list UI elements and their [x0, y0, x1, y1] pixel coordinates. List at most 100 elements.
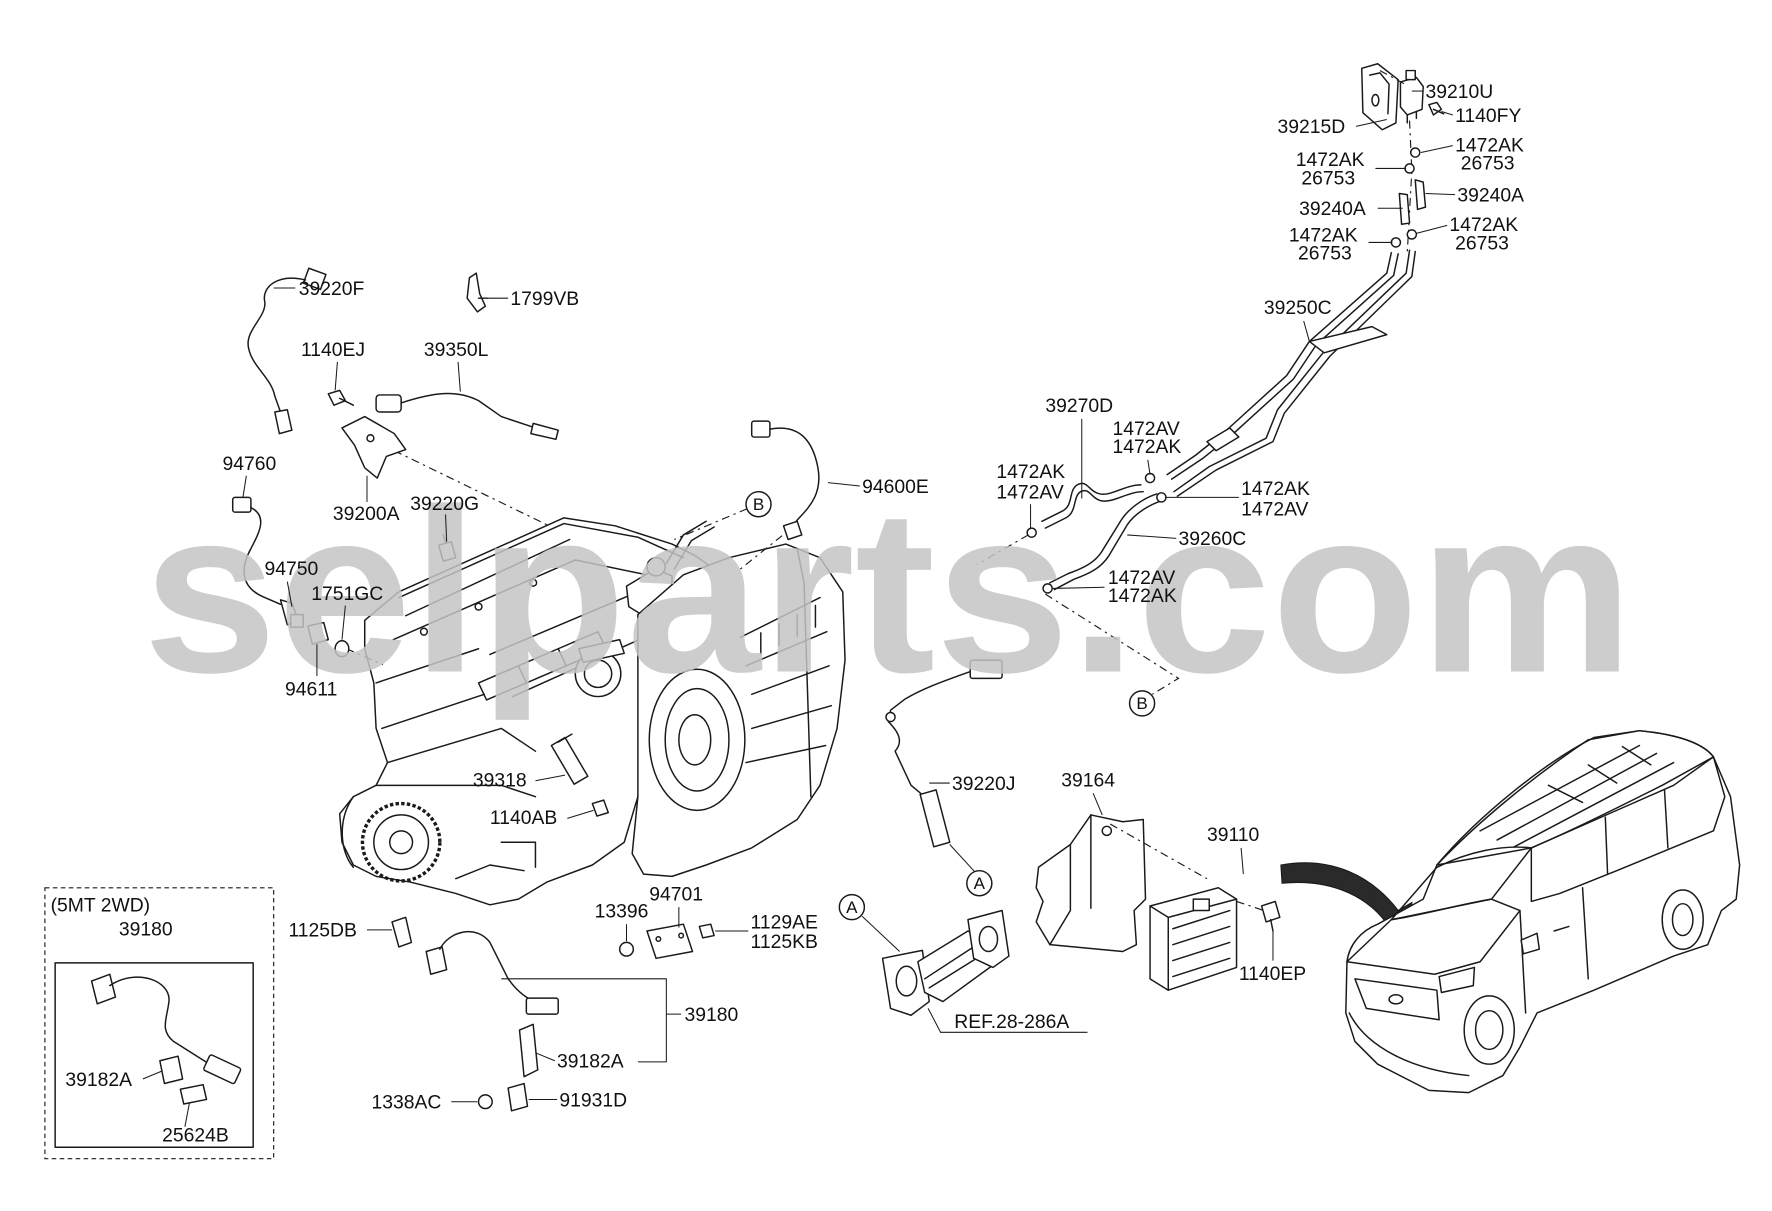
assembly-line — [1236, 900, 1265, 912]
callout-26753: 26753 — [1298, 243, 1352, 265]
rubber-hose-lower — [1049, 493, 1163, 591]
bracket-bolt — [327, 389, 355, 406]
oxygen-sensor-front — [247, 267, 327, 435]
hose-clamps-lower — [1026, 472, 1167, 594]
callout-39220G: 39220G — [410, 493, 479, 515]
callout-1472AV: 1472AV — [996, 482, 1063, 504]
callout-13396: 13396 — [595, 900, 649, 922]
callout-39260C: 39260C — [1179, 528, 1247, 550]
ecu-bracket — [1035, 814, 1147, 953]
nut-13396 — [618, 941, 635, 957]
ref-circle-a: A — [838, 893, 866, 921]
exhaust-temp-sensor — [375, 392, 559, 441]
callouts-vacuum-line: 39210U 1140FY 39215D 1472AK 26753 1472AK… — [996, 81, 1524, 607]
callout-39200A: 39200A — [333, 503, 400, 525]
callout-39182A: 39182A — [557, 1051, 624, 1073]
callout-39164: 39164 — [1061, 769, 1115, 791]
callout-1125DB: 1125DB — [288, 920, 356, 942]
inset-callout-39182A: 39182A — [65, 1069, 132, 1091]
nut-1338ac — [477, 1094, 493, 1110]
callout-39210U: 39210U — [1425, 81, 1493, 103]
callout-1472AK: 1472AK — [1241, 478, 1310, 500]
rubber-hose-left — [1398, 192, 1411, 225]
ecu — [1149, 887, 1238, 991]
callout-1472AV: 1472AV — [1112, 418, 1179, 440]
svg-text:A: A — [974, 874, 986, 893]
inset-title: (5MT 2WD) — [51, 895, 151, 917]
callout-39240A: 39240A — [1299, 198, 1366, 220]
crank-sensor-harness — [425, 931, 559, 1015]
pressure-sensor-engine — [290, 613, 305, 628]
throttle-body — [574, 638, 625, 698]
callout-39350L: 39350L — [424, 339, 489, 361]
vehicle — [1345, 729, 1741, 1094]
callout-1338AC: 1338AC — [372, 1092, 442, 1114]
callout-94760: 94760 — [222, 453, 276, 475]
callout-1125KB: 1125KB — [751, 931, 818, 953]
harness-clip — [466, 272, 489, 313]
callout-94611: 94611 — [285, 678, 337, 700]
ref-circle-a: A — [966, 869, 993, 897]
rubber-hose-right — [1414, 179, 1427, 211]
callout-39270D: 39270D — [1045, 395, 1113, 417]
callout-1472AK: 1472AK — [1108, 585, 1177, 607]
map-sensor — [307, 621, 350, 658]
sensor-bolt — [1428, 101, 1445, 116]
callout-39250C: 39250C — [1264, 297, 1332, 319]
callout-39180: 39180 — [685, 1004, 739, 1026]
inset-box — [44, 887, 275, 1160]
assembly-line — [674, 508, 748, 541]
ref-circle-b: B — [1128, 690, 1156, 717]
callout-26753: 26753 — [1455, 232, 1509, 254]
callout-1472AK: 1472AK — [996, 461, 1065, 483]
callout-39220F: 39220F — [299, 278, 365, 300]
inset-callout-39180: 39180 — [119, 919, 173, 941]
callout-1472AK: 1472AK — [1296, 149, 1365, 171]
callout-1751GC: 1751GC — [311, 583, 383, 605]
callout-39318: 39318 — [473, 769, 527, 791]
callout-1472AK: 1472AK — [1289, 224, 1358, 246]
callout-1472AK: 1472AK — [1449, 214, 1518, 236]
assembly-line — [394, 450, 550, 527]
callouts-ecu: 39164 39110 1140EP — [1061, 769, 1306, 984]
callout-1140EP: 1140EP — [1239, 963, 1306, 985]
callout-94750: 94750 — [265, 558, 319, 580]
svg-text:A: A — [846, 898, 858, 917]
callouts-lower: 13396 94701 1129AE 1125KB 1125DB 39180 3… — [288, 883, 818, 1113]
assembly-line — [1379, 70, 1406, 85]
bracket-plate — [646, 923, 694, 960]
callout-1140FY: 1140FY — [1455, 105, 1521, 127]
ref-note: REF.28-286A — [954, 1011, 1069, 1033]
callout-1472AK: 1472AK — [1112, 436, 1181, 458]
transmission-housing — [631, 543, 846, 878]
temperature-sensor — [437, 534, 457, 562]
callout-26753: 26753 — [1461, 153, 1515, 175]
rubber-hose-upper — [1041, 482, 1144, 529]
pressure-sensor-bracket — [1361, 62, 1399, 131]
oxygen-sensor-rear-harness — [750, 420, 820, 541]
callout-94600E: 94600E — [862, 476, 929, 498]
harness-bracket — [518, 1023, 539, 1078]
callout-91931D: 91931D — [559, 1089, 627, 1111]
callout-1799VB: 1799VB — [510, 288, 579, 310]
assembly-line — [1045, 593, 1180, 695]
callouts-engine: 39220F 1799VB 1140EJ 39350L 94760 94600E… — [222, 278, 928, 829]
harness-clip-lower — [507, 1082, 529, 1112]
sensor-bolt-lower — [591, 799, 610, 817]
plate-bolt — [698, 923, 715, 939]
callout-1472AV: 1472AV — [1241, 499, 1308, 521]
pressure-sensor — [1399, 69, 1424, 124]
assembly-line — [739, 523, 798, 570]
callout-39110: 39110 — [1207, 824, 1259, 846]
callout-1472AK: 1472AK — [1455, 134, 1524, 156]
exhaust-gas-temp-sensor — [885, 659, 1003, 848]
svg-text:B: B — [753, 495, 764, 514]
timing-gear — [360, 801, 442, 883]
callout-1140EJ: 1140EJ — [301, 339, 365, 361]
callout-39220J: 39220J — [952, 773, 1015, 795]
crank-sensor-bolt — [391, 916, 413, 948]
assembly-line — [346, 648, 384, 666]
inset-callout-25624B: 25624B — [162, 1125, 229, 1147]
callouts-exhaust: 39220J REF.28-286A — [952, 773, 1069, 1033]
